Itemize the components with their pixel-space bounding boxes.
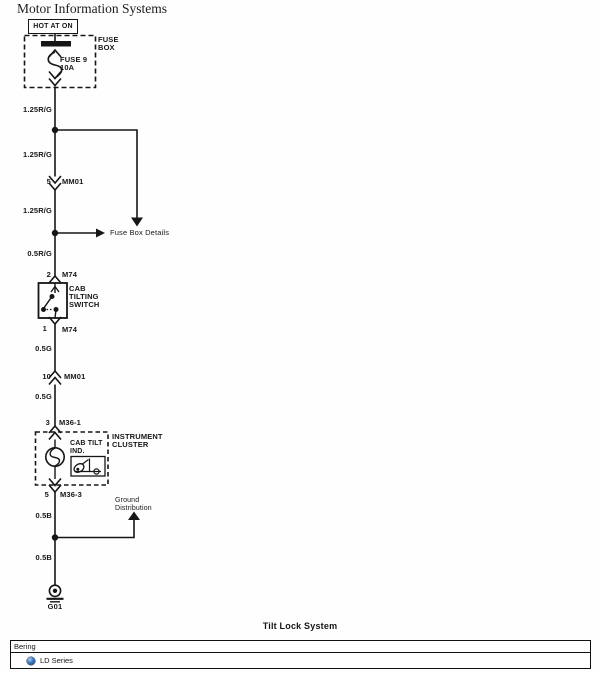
fuse-rating: 10A [60, 63, 75, 72]
wiring-diagram [23, 32, 143, 603]
switch-contact-dot [41, 307, 46, 312]
wire-label: 0.5B [35, 511, 52, 520]
page-title: Motor Information Systems [17, 1, 167, 16]
lamp-filament-icon [49, 447, 61, 467]
connector-name: MM01 [64, 371, 86, 381]
hot-at-on-tag: HOT AT ON [28, 19, 78, 34]
junction-dot [51, 126, 59, 134]
footer-panel: Bering LD Series [10, 640, 591, 669]
switch-entry-arrow-icon [50, 285, 60, 293]
tilt-line-icon [82, 459, 89, 465]
connector-pin: 5 [44, 489, 49, 499]
wire-label: 0.5G [35, 344, 52, 353]
switch-label-line3: SWITCH [69, 299, 100, 309]
fuse-chevron-down-icon [48, 77, 62, 87]
switch-arm [42, 296, 53, 309]
arrow-right-icon [96, 228, 105, 238]
fuse-box-outline [23, 34, 97, 89]
connector-chevron-icon [48, 477, 62, 487]
connector-name: M36-1 [59, 418, 82, 427]
footer-series-row[interactable]: LD Series [11, 653, 590, 669]
connector-pin: 3 [45, 418, 50, 427]
ground-id-label: G01 [47, 602, 63, 611]
ground-dot-icon [52, 588, 58, 593]
connector-chevron-icon [48, 424, 62, 434]
connector-pin: 5 [46, 177, 51, 186]
cluster-label-line2: CLUSTER [112, 439, 149, 449]
fuse-box-label-line2: BOX [98, 43, 115, 52]
cab-tilt-label-line2: IND. [70, 447, 85, 455]
truck-wheel-icon [93, 468, 100, 475]
globe-icon [27, 656, 35, 665]
connector-chevron-icon [48, 175, 62, 185]
ground-symbol-icon [48, 584, 62, 598]
fuse-name: FUSE 9 [60, 55, 88, 64]
branch-ground-distribution [55, 519, 135, 539]
wire-label: 0.5G [35, 392, 52, 401]
connector-pin: 10 [42, 371, 51, 381]
diagram-caption: Tilt Lock System [262, 621, 338, 631]
ground-ref-line2: Distribution [115, 504, 152, 512]
connector-chevron-icon [48, 369, 62, 379]
switch-exit-wire [54, 309, 57, 319]
arrow-down-icon [131, 217, 143, 227]
switch-label-line1: CAB [69, 283, 86, 293]
fuse-chevron-down-icon [48, 70, 62, 80]
switch-box-outline [37, 282, 68, 319]
bus-bar [41, 41, 71, 47]
footer-brand-row: Bering [11, 641, 590, 653]
connector-name: M74 [62, 270, 78, 279]
connector-name: MM01 [62, 177, 84, 186]
connector-pin: 2 [46, 270, 51, 279]
wire-label: 0.5B [35, 553, 52, 562]
fuse-box-label-line1: FUSE [98, 35, 119, 44]
fuse-name-label: FUSE 9 10A [60, 56, 87, 72]
wire-label: 0.5R/G [27, 249, 52, 258]
connector-chevron-icon [48, 431, 62, 441]
fuse-box-label: FUSE BOX [98, 36, 119, 52]
instrument-cluster-label: INSTRUMENT CLUSTER [112, 431, 163, 449]
connector-name: M74 [62, 324, 78, 334]
connector-name: M36-3 [60, 489, 83, 499]
cab-tilt-ind-label: CAB TILT IND. [70, 440, 103, 456]
branch-fuse-box-details [55, 129, 138, 218]
wire-label: 1.25R/G [23, 105, 52, 114]
series-label: LD Series [40, 656, 73, 665]
connector-chevron-icon [48, 376, 62, 386]
arrow-up-icon [128, 511, 140, 520]
cab-tilting-switch-label: CAB TILTING SWITCH [69, 283, 100, 309]
cluster-label-line1: INSTRUMENT [112, 431, 163, 441]
tilted-cab-icon [73, 463, 85, 473]
cab-wheel-icon [76, 467, 80, 471]
fuse-box-details-ref: Fuse Box Details [110, 227, 170, 237]
wire-label: 1.25R/G [23, 150, 52, 159]
wire-label: 1.25R/G [23, 206, 52, 215]
connector-chevron-icon [48, 274, 62, 284]
switch-label-line2: TILTING [69, 291, 99, 301]
junction-dot [51, 534, 59, 541]
ground-distribution-ref: Ground Distribution [115, 497, 152, 513]
cab-tilt-label-line1: CAB TILT [70, 439, 103, 447]
instrument-cluster-outline [34, 431, 109, 486]
ground-ref-line1: Ground [115, 496, 140, 504]
connector-pin: 1 [42, 324, 47, 333]
tilt-icon-frame [70, 455, 106, 477]
